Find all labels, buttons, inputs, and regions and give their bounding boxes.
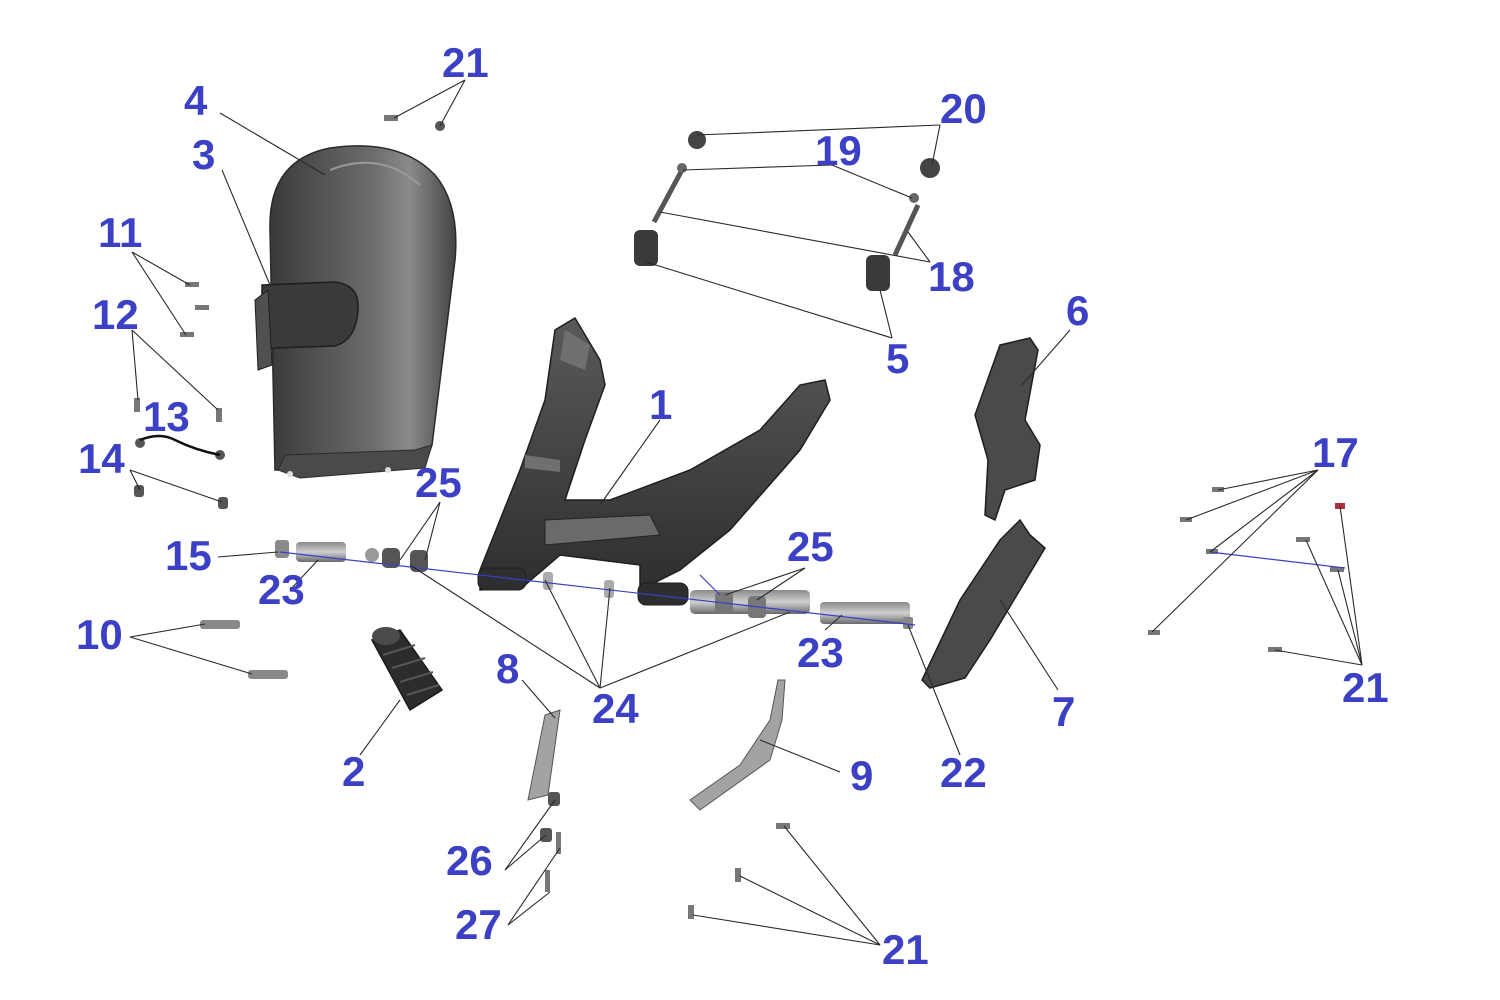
callout-label-26: 26 (446, 837, 493, 884)
callout-label-22: 22 (940, 749, 987, 796)
chain-guard-part (921, 518, 1046, 689)
callout-label-1: 1 (649, 381, 673, 428)
callout-label-24: 24 (592, 685, 639, 732)
callout-label-21-top: 21 (442, 39, 489, 86)
callout-label-23-left: 23 (258, 566, 305, 613)
callout-label-3: 3 (192, 131, 216, 178)
callout-label-20: 20 (940, 85, 987, 132)
callout-label-17: 17 (1312, 429, 1359, 476)
callout-label-27: 27 (455, 901, 502, 948)
chain-slider-part (527, 679, 786, 811)
adjuster-hardware-part (651, 131, 940, 257)
callout-label-25-left: 25 (415, 459, 462, 506)
fender-flap-part (254, 281, 359, 371)
rubber-boot-part (370, 627, 444, 712)
callout-label-21-right: 21 (1342, 664, 1389, 711)
callout-label-23-right: 23 (797, 629, 844, 676)
callout-label-14: 14 (78, 435, 125, 482)
callout-label-9: 9 (850, 752, 874, 799)
callout-label-25-right: 25 (787, 523, 834, 570)
callout-label-19: 19 (815, 127, 862, 174)
callout-label-7: 7 (1052, 688, 1076, 735)
callout-label-21-bottom: 21 (882, 926, 929, 973)
leader-lines (129, 79, 1363, 946)
cable-part (139, 434, 221, 457)
swing-arm-part (477, 316, 831, 606)
axle-assembly-part (275, 540, 913, 629)
callout-label-10: 10 (76, 611, 123, 658)
callout-label-13: 13 (143, 393, 190, 440)
callout-label-18: 18 (928, 253, 975, 300)
callout-label-5: 5 (886, 335, 910, 382)
callout-label-12: 12 (92, 291, 139, 338)
side-cover-part (974, 337, 1041, 522)
callout-label-11: 11 (98, 209, 143, 256)
assembly-center-lines (279, 551, 1346, 626)
rear-fender-part (269, 145, 457, 479)
callout-label-2: 2 (342, 748, 366, 795)
callout-label-8: 8 (496, 645, 520, 692)
adjuster-blocks-part (634, 230, 890, 291)
callout-label-4: 4 (184, 77, 208, 124)
callout-label-6: 6 (1066, 287, 1090, 334)
callout-label-15: 15 (165, 532, 212, 579)
